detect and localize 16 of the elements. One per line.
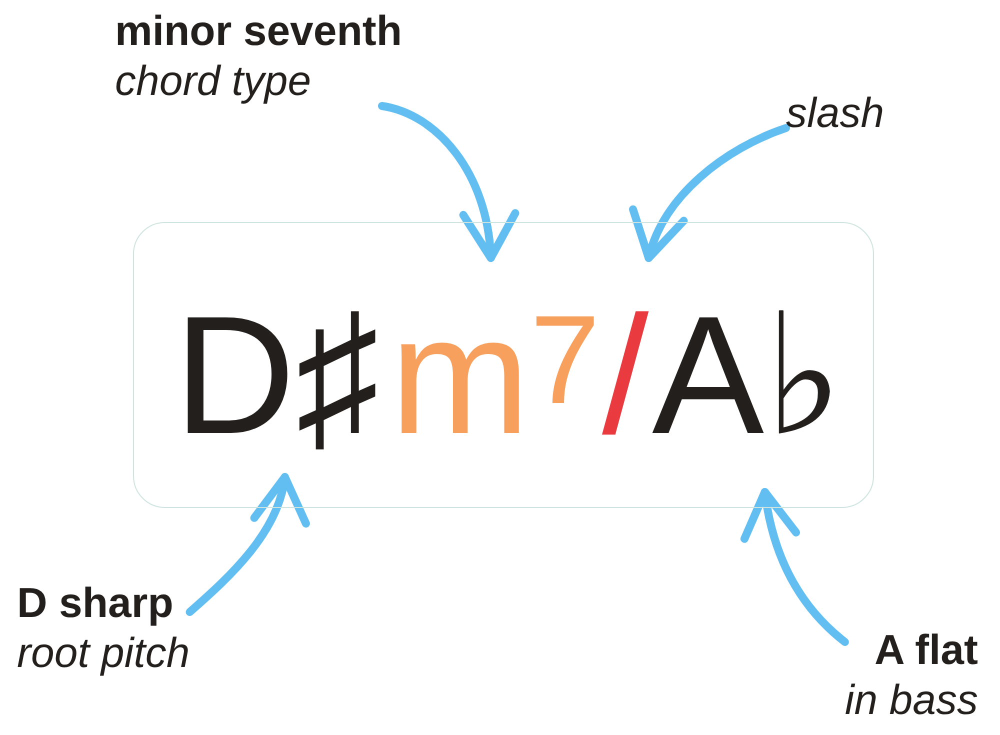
callout-subtitle: root pitch bbox=[17, 628, 190, 678]
curved-arrow bbox=[378, 102, 518, 262]
rounded-frame bbox=[133, 222, 874, 508]
chord-slash: / bbox=[602, 258, 649, 480]
curved-arrow bbox=[632, 124, 790, 262]
callout-subtitle: slash bbox=[786, 88, 884, 138]
callout-heading: D sharp bbox=[17, 578, 174, 628]
callout-heading: minor seventh bbox=[115, 6, 402, 56]
chord-type: m$^{7}$ bbox=[390, 258, 600, 480]
chord-root: D♯ bbox=[174, 258, 380, 477]
callout-heading: A flat bbox=[874, 625, 978, 675]
chord-bass: A♭ bbox=[652, 258, 844, 492]
curved-arrow bbox=[186, 473, 307, 616]
callout-subtitle: in bass bbox=[844, 675, 978, 725]
callout-subtitle: chord type bbox=[115, 56, 312, 106]
curved-arrow bbox=[742, 488, 849, 646]
